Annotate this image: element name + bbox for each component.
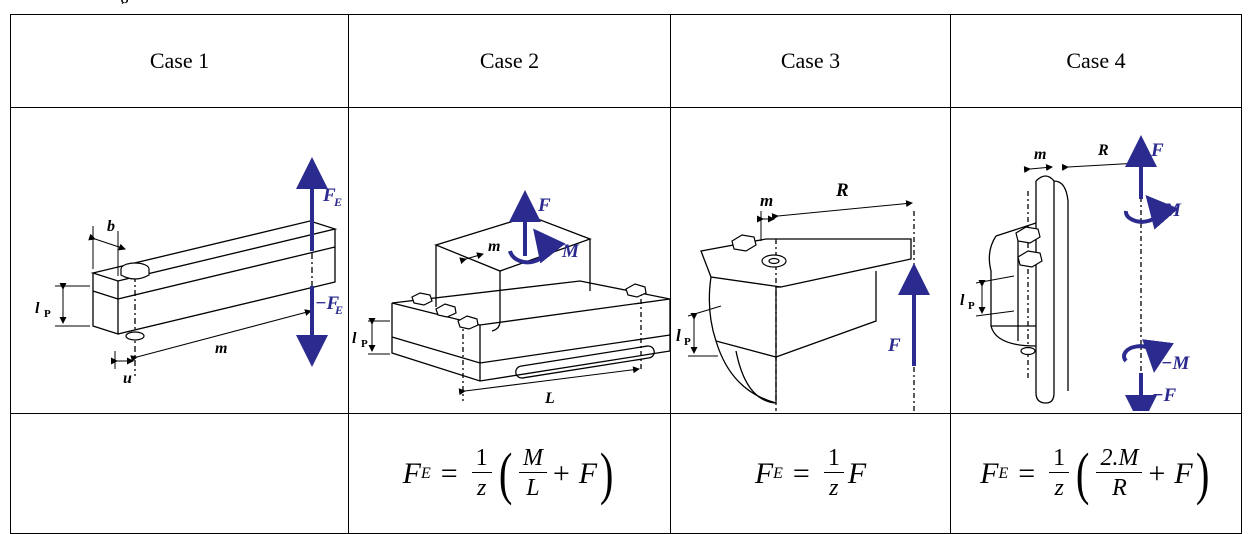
formula-tail: F: [847, 456, 867, 490]
dimension-lines: [687, 199, 913, 356]
bar-body: [90, 210, 337, 376]
label-lp-sub: P: [684, 336, 691, 348]
label-m: m: [760, 191, 773, 210]
formula-case-1-empty: [10, 413, 349, 534]
formula-frac-den: z: [476, 475, 487, 501]
formula-equals: =: [1018, 456, 1036, 490]
header-case-3: Case 3: [670, 14, 951, 108]
label-lp-sub: P: [361, 338, 368, 350]
formula-equals: =: [792, 456, 810, 490]
formula-lhs: F: [402, 456, 421, 490]
label-m: m: [488, 238, 500, 255]
bolt-cases-table: Case 1 Case 2 Case 3 Case 4: [10, 14, 1242, 534]
bolt-heads: [410, 282, 647, 330]
label-lp: l: [352, 330, 357, 347]
case-4-drawing: m R F M l P −M −F: [960, 134, 1191, 411]
case-4-figure: m R F M l P −M −F: [950, 107, 1242, 414]
bolt-head: [119, 261, 150, 341]
moment-arrow: [1123, 194, 1179, 230]
formula-inner-num: M: [518, 444, 547, 473]
dimension-lines: [367, 251, 640, 395]
formula-frac-den: z: [829, 475, 839, 501]
label-u: u: [123, 370, 132, 387]
truncated-caption: g: [120, 0, 130, 4]
formula-plus-term: + F: [1146, 456, 1193, 490]
label-lp-sub: P: [968, 300, 975, 312]
bolt-heads: [1015, 225, 1043, 355]
label-lp: l: [960, 292, 965, 309]
label-m: m: [215, 340, 227, 357]
label-m: m: [1034, 146, 1046, 163]
formula-frac-den: z: [1054, 475, 1064, 501]
label-neg-moment: −M: [1161, 353, 1191, 374]
label-moment: M: [1163, 200, 1182, 221]
formula-frac-num: 1: [1049, 444, 1070, 473]
case-1-figure: b l P m u F E −F E: [10, 107, 349, 414]
label-R: R: [835, 180, 849, 201]
dimension-lines: [975, 159, 1140, 316]
label-lp-sub: P: [44, 308, 51, 320]
formula-frac-num: 1: [471, 444, 492, 473]
header-case-1: Case 1: [10, 14, 349, 108]
neg-moment-arrow: [1122, 338, 1174, 373]
label-f: F: [537, 195, 551, 216]
block-body: [390, 214, 670, 401]
formula-lhs-sub: E: [420, 464, 431, 482]
formula-plus-term: + F: [550, 456, 598, 490]
label-lp: l: [676, 326, 681, 345]
formula-lhs-sub: E: [773, 464, 783, 482]
label-neg-fe-sub: E: [334, 303, 343, 317]
label-lp: l: [35, 300, 40, 317]
label-f: F: [1150, 140, 1164, 161]
label-moment: M: [561, 241, 580, 262]
case-3-drawing: m R l P F: [676, 180, 930, 411]
label-fe-sub: E: [333, 195, 342, 209]
formula-lhs: F: [754, 456, 774, 490]
label-fe: F: [322, 185, 336, 206]
dimension-lines: [54, 225, 312, 369]
flange-body: [988, 170, 1142, 411]
header-case-2: Case 2: [348, 14, 671, 108]
formula-inner-num: 2.M: [1096, 444, 1143, 473]
formula-inner-den: L: [526, 475, 540, 501]
label-b: b: [107, 218, 115, 235]
label-L: L: [544, 390, 555, 407]
formula-lhs-sub: E: [998, 464, 1009, 482]
case-3-figure: m R l P F: [670, 107, 951, 414]
label-neg-f: −F: [1152, 385, 1177, 406]
case-2-drawing: F M m l P L: [352, 189, 670, 407]
moment-arrow: [507, 227, 565, 264]
case-1-drawing: b l P m u F E −F E: [35, 156, 343, 387]
label-R: R: [1097, 142, 1109, 159]
formula-inner-den: R: [1112, 475, 1127, 501]
label-neg-fe: −F: [315, 293, 340, 314]
formula-equals: =: [440, 456, 458, 490]
case-2-figure: F M m l P L: [348, 107, 671, 414]
header-case-4: Case 4: [950, 14, 1242, 108]
bolt-heads: [730, 233, 787, 268]
label-f: F: [887, 335, 901, 356]
formula-frac-num: 1: [823, 444, 844, 473]
formula-lhs: F: [980, 456, 999, 490]
